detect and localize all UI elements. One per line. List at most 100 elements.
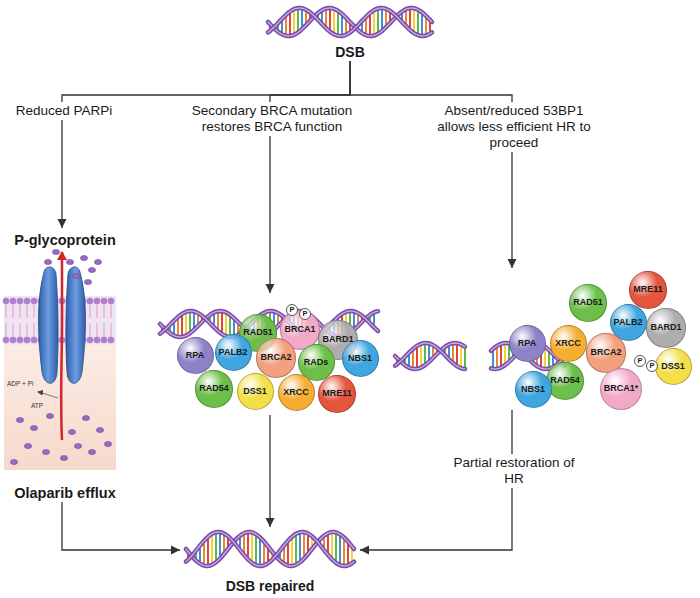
connector — [62, 61, 350, 228]
node-title: P-glycoprotein — [14, 231, 116, 249]
lipid-tail — [19, 323, 20, 337]
protein-label: BARD1 — [650, 323, 681, 332]
connector — [350, 61, 512, 268]
protein-circle: RAD51 — [569, 284, 607, 322]
base-pair — [377, 8, 379, 33]
protein-circle: RPA — [509, 325, 546, 362]
lipid-head — [31, 298, 38, 305]
edge-label: Partial restoration of HR — [446, 454, 582, 488]
base-pair — [255, 534, 257, 565]
base-pair — [329, 8, 331, 32]
connector — [269, 415, 270, 527]
dna-strand-highlight — [268, 8, 432, 36]
protein-circle: MRE11 — [318, 375, 356, 413]
lipid-tail — [33, 323, 34, 337]
protein-circle: XRCC — [550, 325, 587, 362]
drug-molecule — [104, 441, 111, 446]
lipid-head — [108, 337, 115, 344]
drug-molecule — [94, 259, 101, 264]
lipid-tail — [26, 304, 27, 318]
lipid-head — [24, 298, 31, 305]
protein-label: RAD51 — [243, 328, 273, 337]
repair-complex: MRE11RAD51PALB2BARD1RPAXRCCBRCA2RAD54DSS… — [505, 268, 698, 410]
drug-molecule — [24, 443, 31, 448]
base-pair — [413, 8, 415, 33]
drug-molecule — [88, 267, 95, 272]
lipid-tail — [89, 323, 90, 337]
lipid-tail — [89, 304, 90, 318]
lipid-tail — [103, 304, 104, 318]
drug-molecule — [88, 449, 95, 454]
protein-label: BRCA2 — [260, 353, 291, 362]
drug-molecule — [46, 413, 53, 418]
phosphate-mark: P — [299, 308, 311, 320]
phosphate-label: P — [302, 310, 307, 318]
connector — [270, 61, 350, 293]
protein-label: PALB2 — [219, 348, 248, 357]
drug-molecule — [42, 449, 49, 454]
protein-circle: BRCA2 — [586, 333, 625, 372]
efflux-panel: P-glycoproteinOlaparib efflux — [5, 228, 125, 502]
lipid-head — [94, 298, 101, 305]
protein-label: DSS1 — [243, 387, 267, 396]
phosphate-label: P — [289, 306, 294, 314]
lipid-head — [101, 298, 108, 305]
drug-molecule — [96, 427, 103, 432]
base-pair — [293, 9, 295, 35]
lipid-head — [87, 337, 94, 344]
protein-circle: PALB2 — [215, 334, 252, 371]
drug-molecule — [66, 259, 73, 264]
lipid-tail — [110, 304, 111, 318]
protein-circle: NBS1 — [342, 340, 379, 377]
base-pair — [460, 344, 462, 368]
olaparib-molecules — [10, 249, 111, 464]
drug-molecule — [44, 259, 51, 264]
lipid-tail — [110, 323, 111, 337]
lipid-tail — [26, 323, 27, 337]
drug-molecule — [30, 425, 37, 430]
base-pair — [420, 344, 422, 368]
phosphate-label: P — [637, 357, 642, 365]
base-pair — [211, 534, 213, 565]
protein-label: BRCA1 — [284, 325, 315, 334]
dna-strand-highlight — [268, 8, 432, 36]
base-pair — [207, 537, 209, 566]
dna-strand-highlight — [186, 532, 354, 566]
dna-strand — [395, 343, 465, 369]
protein-label: RPA — [518, 339, 536, 348]
base-pair — [259, 537, 261, 566]
lipid-head — [10, 337, 17, 344]
lipid-head — [31, 337, 38, 344]
lipid-tail — [96, 323, 97, 337]
lipid-head — [17, 337, 24, 344]
base-pair — [416, 346, 418, 369]
connector — [62, 502, 180, 550]
edge-label: Absent/reduced 53BP1 allows less efficie… — [423, 102, 605, 152]
lipid-head — [3, 337, 10, 344]
lipid-tail — [12, 304, 13, 318]
lipid-tail — [5, 323, 6, 337]
base-pair — [337, 11, 339, 36]
dna-strand — [186, 532, 354, 566]
base-pair — [247, 532, 249, 559]
base-pair — [297, 8, 299, 32]
drug-molecule — [68, 429, 75, 434]
protein-label: RAD54 — [550, 376, 580, 385]
lipid-head — [101, 337, 108, 344]
phosphate-mark: P — [634, 355, 646, 367]
drug-molecule — [60, 455, 67, 460]
lipid-tail — [5, 304, 6, 318]
base-pair — [291, 537, 293, 566]
lipid-head — [10, 298, 17, 305]
base-pair — [331, 532, 333, 559]
edge-label: Reduced PARPi — [8, 102, 120, 120]
protein-label: XRCC — [283, 388, 309, 397]
drug-molecule — [10, 459, 17, 464]
reaction-label: ADP + Pi — [7, 380, 33, 387]
dna-strand-highlight — [395, 343, 465, 369]
base-pair — [225, 312, 227, 336]
drug-molecule — [82, 415, 89, 420]
protein-label: BRCA2 — [590, 348, 621, 357]
drug-molecule — [72, 273, 79, 278]
